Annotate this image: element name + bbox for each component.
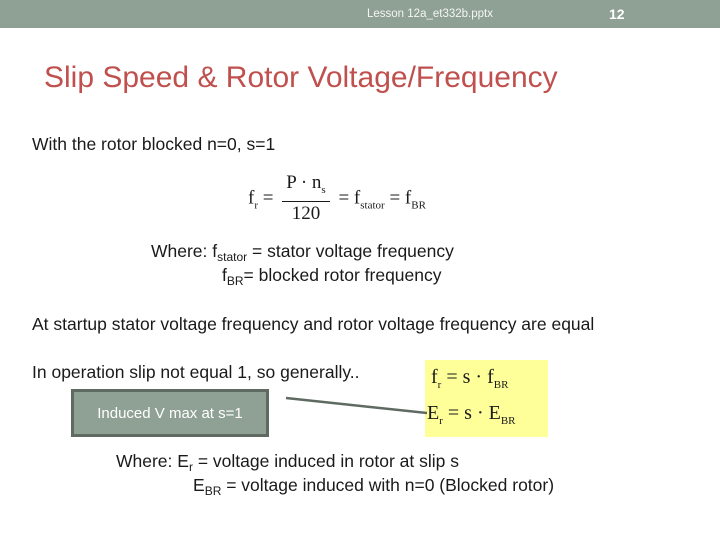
slide-title: Slip Speed & Rotor Voltage/Frequency — [44, 61, 558, 94]
callout-label: Induced V max at s=1 — [97, 405, 243, 422]
where-stator-definition: Where: fstator = stator voltage frequenc… — [151, 241, 454, 264]
where-blocked-rotor-definition: fBR= blocked rotor frequency — [222, 265, 442, 288]
fraction: P · ns 120 — [282, 172, 330, 226]
rotor-voltage-slip-equation: Er = s · EBR — [427, 402, 516, 427]
blocked-rotor-text: With the rotor blocked n=0, s=1 — [32, 134, 276, 154]
where-er-definition: Where: Er = voltage induced in rotor at … — [116, 451, 460, 474]
induced-voltage-callout: Induced V max at s=1 — [71, 389, 269, 437]
slip-equations-box: fr = s · fBR Er = s · EBR — [425, 360, 548, 437]
page-number: 12 — [609, 6, 625, 22]
rotor-frequency-slip-equation: fr = s · fBR — [431, 366, 509, 391]
file-name: Lesson 12a_et332b.pptx — [367, 8, 493, 20]
startup-text: At startup stator voltage frequency and … — [32, 314, 595, 334]
slide-header-bar: Lesson 12a_et332b.pptx 12 — [0, 0, 720, 28]
operation-slip-text: In operation slip not equal 1, so genera… — [32, 362, 360, 382]
rotor-frequency-equation: fr = P · ns 120 = fstator = fBR — [248, 172, 426, 226]
where-ebr-definition: EBR = voltage induced with n=0 (Blocked … — [193, 475, 555, 498]
